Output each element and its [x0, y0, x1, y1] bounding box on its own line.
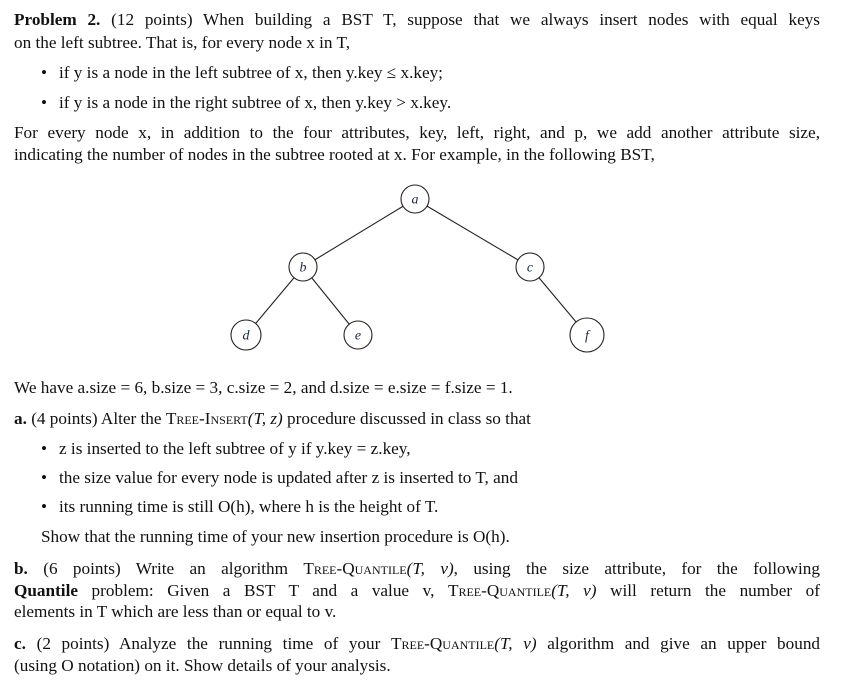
tree-edge-c-f: [538, 277, 577, 323]
part-c-label: c.: [14, 634, 26, 653]
problem-intro-line-1: Problem 2. (12 points) When building a B…: [14, 10, 820, 30]
part-b-line-1: b. (6 points) Write an algorithm Tree-Qu…: [14, 559, 820, 578]
problem-intro-text: When building a BST T, suppose that we a…: [203, 10, 820, 29]
svg-text:e: e: [355, 329, 361, 344]
part-a-label: a.: [14, 409, 27, 428]
part-b-line-2: Quantile problem: Given a BST T and a va…: [14, 581, 820, 600]
part-b-points: (6 points): [43, 559, 121, 578]
tree-edge-b-d: [255, 277, 295, 324]
svg-text:d: d: [243, 329, 251, 344]
part-c-line-1: c. (2 points) Analyze the running time o…: [14, 634, 821, 653]
tree-node-c: c: [515, 252, 545, 282]
bullet-icon: •: [41, 93, 48, 112]
part-a-heading: a. (4 points) Alter the Tree-Insert(T, z…: [14, 409, 531, 428]
tree-quantile-proc: Tree-Quantile: [447, 581, 552, 600]
tree-insert-proc: Tree-Insert: [165, 409, 248, 428]
tree-edge-a-c: [426, 205, 519, 261]
part-b-label: b.: [14, 559, 28, 578]
part-a-bullet-3: •its running time is still O(h), where h…: [41, 497, 439, 516]
svg-text:a: a: [412, 193, 419, 208]
quantile-term: Quantile: [14, 581, 78, 600]
tree-node-a: a: [400, 184, 430, 214]
tree-edge-a-b: [314, 205, 404, 261]
tree-edge-b-e: [311, 277, 350, 325]
part-a-bullet-2: •the size value for every node is update…: [41, 468, 518, 487]
attribute-paragraph-line-2: indicating the number of nodes in the su…: [14, 145, 655, 164]
part-a-bullet-1: •z is inserted to the left subtree of y …: [41, 439, 411, 458]
bullet-icon: •: [41, 63, 48, 82]
bullet-icon: •: [41, 497, 48, 516]
part-a-points: (4 points): [31, 409, 98, 428]
svg-text:b: b: [300, 261, 307, 276]
sizes-line: We have a.size = 6, b.size = 3, c.size =…: [14, 378, 513, 397]
part-a-closing: Show that the running time of your new i…: [41, 527, 510, 546]
tree-quantile-proc: Tree-Quantile: [390, 634, 495, 653]
svg-text:c: c: [527, 261, 534, 276]
tree-node-e: e: [343, 320, 373, 350]
attribute-paragraph-line-1: For every node x, in addition to the fou…: [14, 123, 820, 142]
part-c-points: (2 points): [36, 634, 110, 653]
bst-rule-bullet-2: •if y is a node in the right subtree of …: [41, 93, 452, 112]
svg-text:f: f: [585, 329, 591, 344]
part-c-line-2: (using O notation) on it. Show details o…: [14, 656, 391, 675]
problem-intro-line-2: on the left subtree. That is, for every …: [14, 33, 351, 52]
tree-node-f: f: [569, 317, 605, 353]
tree-quantile-proc: Tree-Quantile: [303, 559, 407, 578]
part-b-line-3: elements in T which are less than or equ…: [14, 602, 337, 621]
bst-rule-bullet-1: •if y is a node in the left subtree of x…: [41, 63, 443, 82]
tree-node-b: b: [288, 252, 318, 282]
problem-points: (12 points): [111, 10, 193, 29]
tree-node-d: d: [230, 319, 262, 351]
problem-header: Problem 2.: [14, 10, 101, 29]
bullet-icon: •: [41, 468, 48, 487]
bullet-icon: •: [41, 439, 48, 458]
